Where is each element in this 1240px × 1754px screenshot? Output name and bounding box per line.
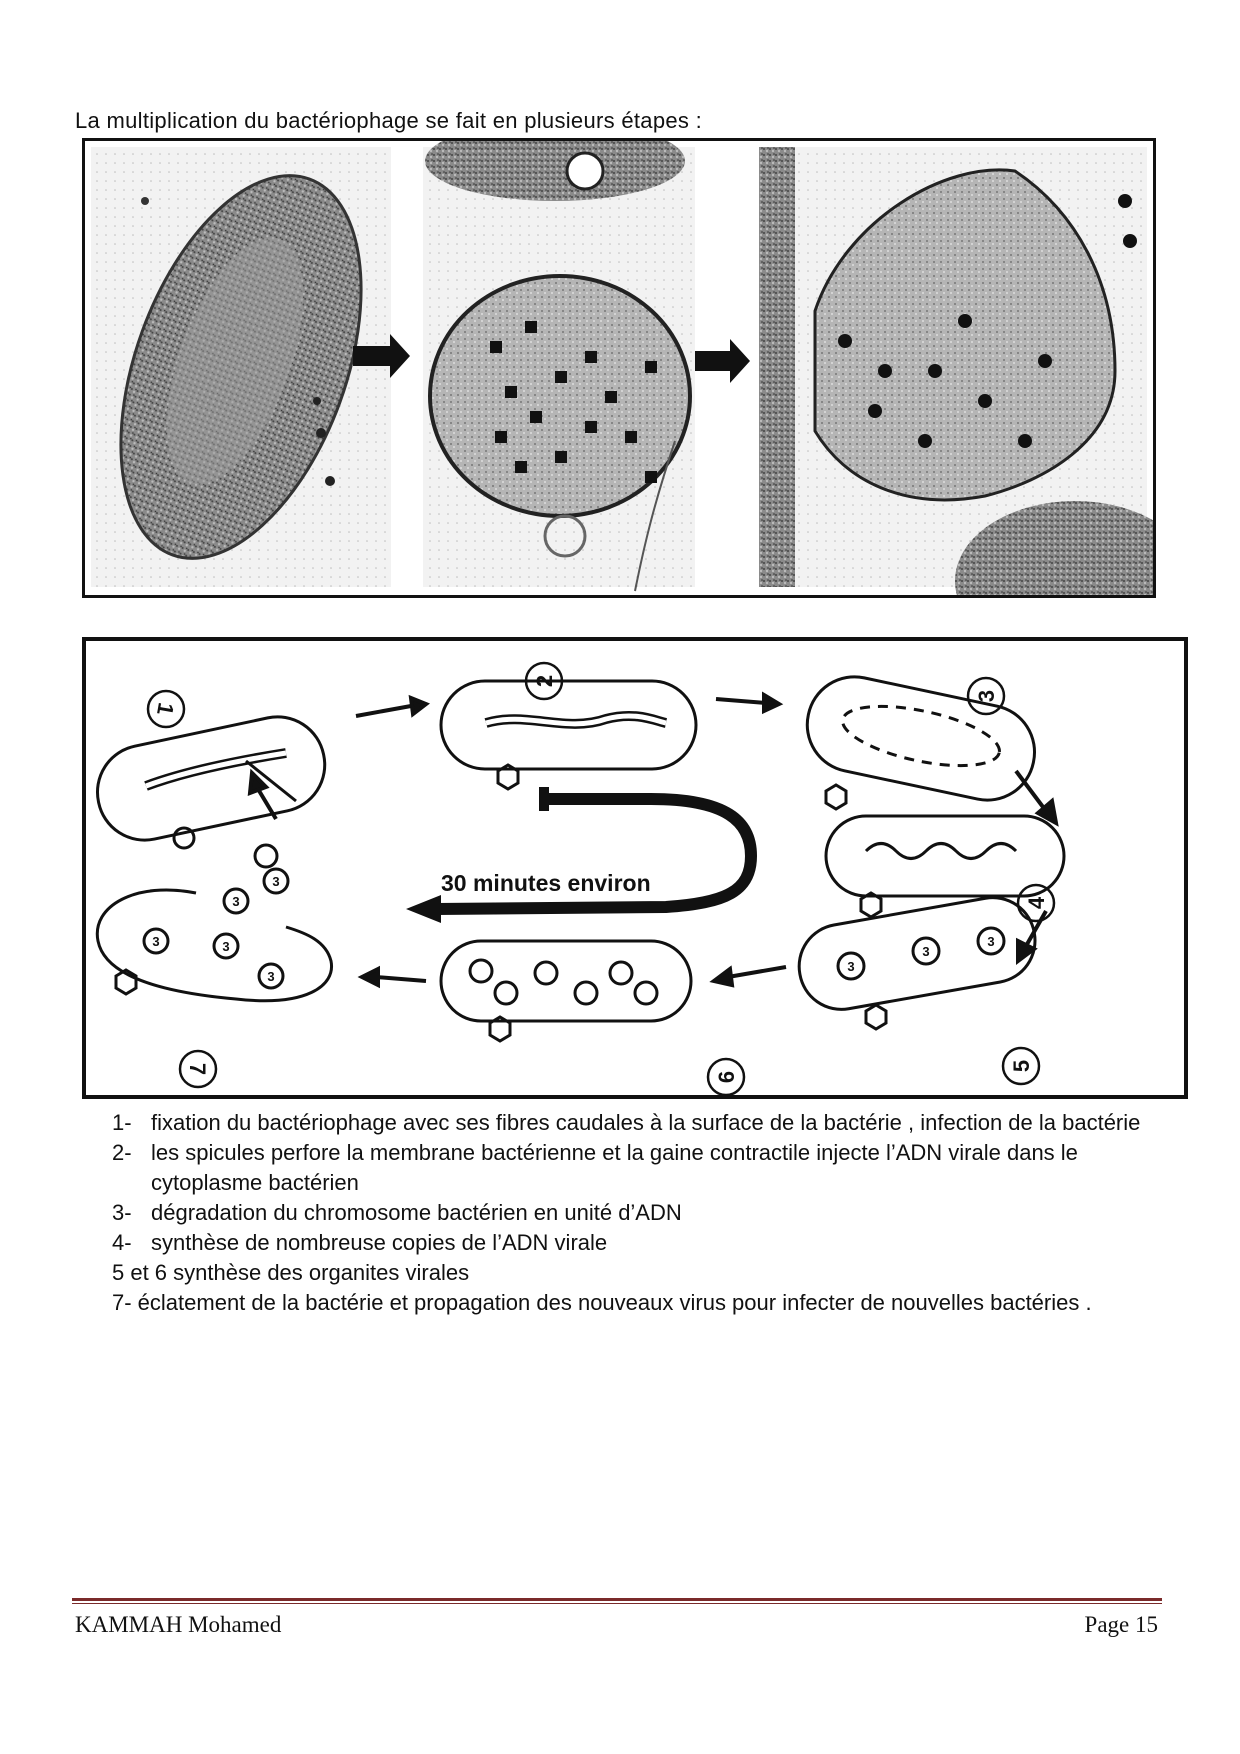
virus-mark: 3 [267,969,274,984]
footer-author: KAMMAH Mohamed [75,1612,282,1637]
micrograph-arrow-1 [353,334,410,378]
stage-number-4: 4 [1024,896,1049,909]
virus-mark: 3 [922,944,929,959]
micrograph-1 [91,147,391,587]
stage-4-cell [824,814,1066,919]
stage-1-cell [95,715,327,850]
stage-number-2: 2 [532,675,557,687]
step-item: 5 et 6 synthèse des organites virales [112,1258,1162,1288]
step-text: fixation du bactériophage avec ses fibre… [151,1110,1141,1135]
stage-5-cell [797,896,1037,1031]
micrograph-images [91,141,1153,595]
duration-label: 30 minutes environ [441,870,651,896]
step-number: 1- [112,1110,132,1135]
step-text: 5 et 6 synthèse des organites virales [112,1260,470,1285]
steps-list: 1- fixation du bactériophage avec ses fib… [112,1108,1162,1318]
stage-number-3: 3 [974,690,999,702]
intro-text: La multiplication du bactériophage se fa… [75,108,703,133]
micrograph-arrow-2 [695,339,750,383]
step-number: 4- [112,1230,132,1255]
virus-mark: 3 [272,874,279,889]
micrograph-3 [759,147,1153,595]
virus-mark: 3 [847,959,854,974]
step-item: 1- fixation du bactériophage avec ses fib… [112,1108,1162,1138]
footer-divider [72,1598,1162,1604]
duration-arrow [406,787,758,923]
stage-7-cell [95,843,334,1003]
micrograph-2 [423,141,695,592]
step-item: 3- dégradation du chromosome bactérien en… [112,1198,1162,1228]
lytic-cycle-svg: 1 2 3 4 5 6 7 3 3 3 3 3 3 3 3 [95,661,1066,1095]
stage-number-7: 7 [185,1063,210,1075]
page-number: Page 15 [1084,1612,1158,1637]
virus-mark: 3 [222,939,229,954]
step-text: 7- éclatement de la bactérie et propagat… [112,1290,1092,1315]
lytic-cycle-diagram: 1 2 3 4 5 6 7 3 3 3 3 3 3 3 3 [82,637,1188,1099]
micrograph-panel [82,138,1156,598]
cycle-arrows [247,691,1059,989]
step-item: 4- synthèse de nombreuse copies de l’ADN … [112,1228,1162,1258]
virus-mark: 3 [987,934,994,949]
stage-6-cell [439,939,693,1043]
step-number: 2- [112,1140,132,1165]
step-text: les spicules perfore la membrane bactéri… [151,1140,1078,1195]
stage-2-cell [439,679,698,791]
step-text: synthèse de nombreuse copies de l’ADN vi… [151,1230,608,1255]
step-number: 3- [112,1200,132,1225]
stage-number-1: 1 [152,701,179,717]
stage-number-circles [146,661,1056,1095]
stage-number-5: 5 [1009,1060,1034,1072]
stage-3-cell [805,675,1037,811]
stage-number-6: 6 [714,1071,739,1083]
step-item: 2- les spicules perfore la membrane bacté… [112,1138,1162,1198]
virus-mark: 3 [232,894,239,909]
virus-mark: 3 [152,934,159,949]
step-text: dégradation du chromosome bactérien en u… [151,1200,682,1225]
step-item: 7- éclatement de la bactérie et propagat… [112,1288,1162,1318]
